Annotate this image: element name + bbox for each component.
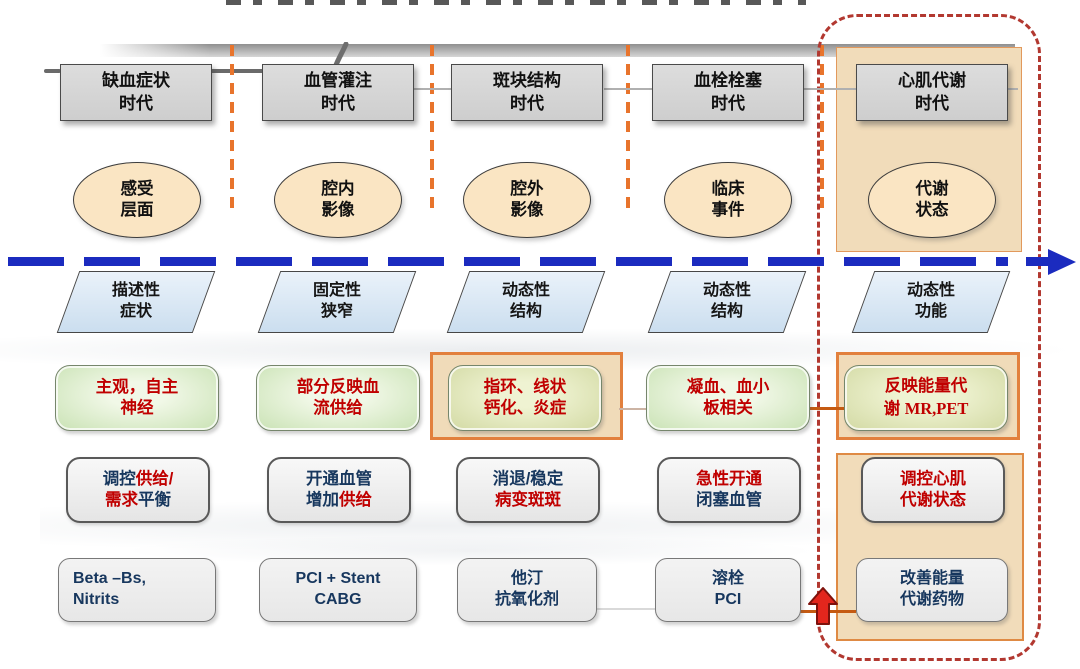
- timeline-arrowhead-icon: [1048, 249, 1076, 275]
- timeline-arrow: [8, 257, 1008, 266]
- attribute-parallelogram-3: 动态性 结构: [445, 271, 607, 333]
- era-connector-2-3: [604, 88, 652, 90]
- feature-box-2: 部分反映血流供给: [256, 365, 420, 431]
- attribute-parallelogram-5: 动态性 功能: [850, 271, 1012, 333]
- feature-connector-3-4: [619, 408, 646, 410]
- era-box-3: 斑块结构 时代: [451, 64, 603, 121]
- attribute-parallelogram-1: 描述性 症状: [55, 271, 217, 333]
- era-connector-1-2: [414, 88, 451, 90]
- therapy-box-1: Beta –Bs,Nitrits: [58, 558, 216, 622]
- therapy-connector-3-4: [595, 608, 655, 610]
- timeline-arrow-stub: [1026, 257, 1050, 266]
- era-box-1: 缺血症状 时代: [60, 64, 212, 121]
- era-connector-3-4: [803, 88, 856, 90]
- concept-ellipse-4: 临床 事件: [664, 162, 792, 238]
- concept-ellipse-3: 腔外 影像: [463, 162, 591, 238]
- concept-ellipse-1: 感受 层面: [73, 162, 201, 238]
- feature-connector-4-5: [803, 407, 844, 410]
- era-box-2: 血管灌注 时代: [262, 64, 414, 121]
- attribute-parallelogram-2: 固定性 狭窄: [256, 271, 418, 333]
- column-separator-1: [230, 45, 234, 215]
- gray-line-stub-left: [44, 69, 61, 73]
- era-box-4: 血栓栓塞 时代: [652, 64, 804, 121]
- column-separator-3: [626, 45, 630, 215]
- cropped-title-remnant: [226, 0, 806, 5]
- feature-box-5: 反映能量代谢 MR,PET: [844, 365, 1008, 431]
- strategy-box-4: 急性开通闭塞血管: [657, 457, 801, 523]
- strategy-box-2: 开通血管增加供给: [267, 457, 411, 523]
- column-separator-4: [820, 45, 824, 215]
- attribute-parallelogram-4: 动态性 结构: [646, 271, 808, 333]
- era-box-5: 心肌代谢 时代: [856, 64, 1008, 121]
- feature-box-1: 主观，自主神经: [55, 365, 219, 431]
- concept-ellipse-2: 腔内 影像: [274, 162, 402, 238]
- highlight-outline: [817, 14, 1041, 661]
- gray-band-fade: [100, 44, 210, 57]
- strategy-box-5: 调控心肌代谢状态: [861, 457, 1005, 523]
- concept-ellipse-5: 代谢 状态: [868, 162, 996, 238]
- gray-band-line: [100, 44, 1015, 57]
- red-up-arrow-icon: [808, 587, 838, 625]
- strategy-box-3: 消退/稳定病变斑斑: [456, 457, 600, 523]
- era-connector-4-5: [1007, 88, 1018, 90]
- feature-box-3: 指环、线状钙化、炎症: [448, 365, 602, 431]
- strategy-box-1: 调控供给/需求平衡: [66, 457, 210, 523]
- therapy-box-5: 改善能量代谢药物: [856, 558, 1008, 622]
- gray-line-stub-mid: [208, 69, 264, 73]
- feature-box-4: 凝血、血小板相关: [646, 365, 810, 431]
- column-separator-2: [430, 45, 434, 215]
- therapy-box-3: 他汀抗氧化剂: [457, 558, 597, 622]
